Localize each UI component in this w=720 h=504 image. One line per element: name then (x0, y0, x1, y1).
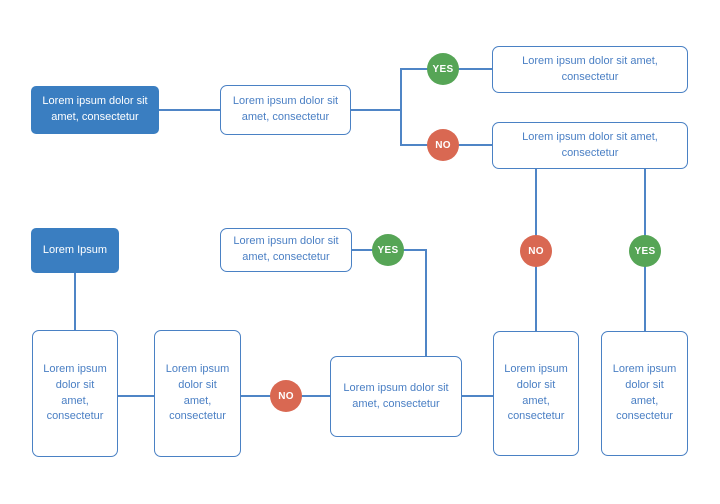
connector-yes-badge-to-box (644, 266, 646, 331)
badge-yes-top: YES (427, 53, 459, 85)
node-label: Lorem Ipsum (42, 243, 108, 256)
connector-branch-vertical (400, 68, 402, 146)
node-mid-process: Lorem ipsum dolor sit amet, consectetur (220, 228, 352, 272)
node-bottom-center: Lorem ipsum dolor sit amet, consectetur (330, 356, 462, 437)
badge-yes-right: YES (629, 235, 661, 267)
connector-step1-to-step2 (118, 395, 154, 397)
node-label: Lorem ipsum dolor sit amet, consectetur (43, 362, 107, 423)
connector-branch-to-no (400, 144, 428, 146)
node-top-process: Lorem ipsum dolor sit amet, consectetur (220, 85, 351, 135)
badge-no-top: NO (427, 129, 459, 161)
node-bottom-no-result: Lorem ipsum dolor sit amet, consectetur (493, 331, 579, 456)
node-bottom-yes-result: Lorem ipsum dolor sit amet, consectetur (601, 331, 688, 456)
connector-step2-to-no-badge (241, 395, 271, 397)
connector-result-to-no-badge (535, 169, 537, 236)
node-top-start: Lorem ipsum dolor sit amet, consectetur (31, 86, 159, 134)
node-label: Lorem ipsum dolor sit amet, consectetur (522, 54, 658, 83)
node-label: Lorem ipsum dolor sit amet, consectetur (233, 235, 339, 263)
badge-no-right: NO (520, 235, 552, 267)
node-label: Lorem ipsum dolor sit amet, consectetur (343, 381, 449, 410)
node-top-no-result: Lorem ipsum dolor sit amet, consectetur (492, 122, 688, 169)
connector-no-to-result (458, 144, 492, 146)
badge-yes-mid: YES (372, 234, 404, 266)
connector-midstart-to-step1 (74, 273, 76, 330)
connector-result-to-yes-badge (644, 169, 646, 236)
connector-no-badge-to-box (535, 266, 537, 331)
node-label: Lorem ipsum dolor sit amet, consectetur (612, 362, 677, 423)
node-label: Lorem ipsum dolor sit amet, consectetur (165, 362, 230, 423)
connector-elbow-to-center (425, 249, 427, 356)
connector-branch-to-yes (400, 68, 428, 70)
connector-yes-to-result (458, 68, 492, 70)
badge-no-bottom: NO (270, 380, 302, 412)
connector-start-to-process (159, 109, 220, 111)
node-bottom-step1: Lorem ipsum dolor sit amet, consectetur (32, 330, 118, 457)
node-label: Lorem ipsum dolor sit amet, consectetur (232, 95, 339, 123)
connector-yes-badge-to-elbow (403, 249, 426, 251)
connector-midprocess-to-yes-badge (352, 249, 373, 251)
node-label: Lorem ipsum dolor sit amet, consectetur (522, 130, 658, 159)
connector-process-to-branch (351, 109, 402, 111)
node-bottom-step2: Lorem ipsum dolor sit amet, consectetur (154, 330, 241, 457)
node-top-yes-result: Lorem ipsum dolor sit amet, consectetur (492, 46, 688, 93)
node-mid-start: Lorem Ipsum (31, 228, 119, 273)
node-label: Lorem ipsum dolor sit amet, consectetur (42, 95, 148, 123)
node-label: Lorem ipsum dolor sit amet, consectetur (504, 362, 568, 423)
connector-no-badge-to-center (301, 395, 330, 397)
connector-center-to-right (462, 395, 493, 397)
